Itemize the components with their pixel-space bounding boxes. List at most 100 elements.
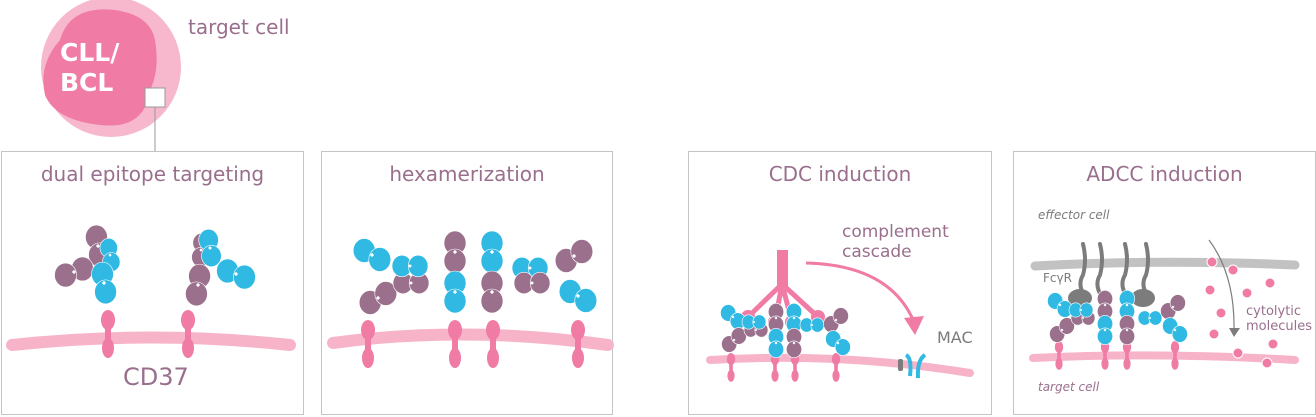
- domain-hinge-dot: [199, 248, 203, 252]
- domain-hinge-dot: [834, 318, 838, 322]
- target-cell-label: target cell: [188, 15, 290, 39]
- domain-lobe: [570, 239, 594, 264]
- antibody-domain: [741, 314, 767, 330]
- receptor-tail: [791, 369, 799, 382]
- cytolytic-molecule: [1206, 256, 1218, 268]
- domain-lobe: [480, 288, 504, 314]
- antibody-domain: [513, 271, 551, 295]
- antibody-domain: [554, 239, 594, 273]
- domain-hinge-dot: [452, 249, 458, 255]
- cell-membrane: [327, 328, 614, 351]
- receptor-stem: [575, 330, 581, 352]
- domain-hinge-dot: [233, 271, 239, 277]
- zoom-square: [144, 87, 166, 108]
- receptor-tail: [487, 348, 499, 368]
- antibody-domain: [480, 230, 504, 274]
- domain-hinge-dot: [452, 289, 458, 295]
- antibody-domain: [823, 307, 849, 333]
- cd37-receptor: [448, 320, 462, 368]
- domain-lobe: [832, 307, 849, 325]
- domain-lobe: [54, 262, 77, 288]
- domain-lobe: [1171, 325, 1188, 343]
- release-arrow: [1208, 239, 1235, 331]
- domain-hinge-dot: [774, 341, 778, 345]
- fcgr-label: FcγR: [1043, 271, 1072, 285]
- domain-lobe: [185, 281, 208, 307]
- receptor-stem: [490, 330, 496, 352]
- cd37-receptor: [831, 353, 841, 382]
- receptor-tail: [1055, 357, 1063, 370]
- receptor-tail: [362, 348, 374, 368]
- domain-lobe: [374, 281, 398, 306]
- domain-lobe: [1097, 327, 1114, 345]
- cytolytic-molecule: [1264, 277, 1276, 289]
- panel-title: dual epitope targeting: [40, 162, 265, 186]
- antibody-domain: [352, 238, 392, 272]
- complement-cascade-label: complement cascade: [842, 222, 949, 262]
- antibody-domain: [767, 328, 784, 358]
- domain-hinge-dot: [836, 341, 840, 345]
- mac-pore: [915, 353, 927, 379]
- cytolytic-molecule: [1227, 264, 1239, 276]
- domain-lobe: [767, 340, 784, 358]
- domain-hinge-dot: [754, 328, 758, 332]
- antibody-domain: [721, 327, 747, 353]
- antibody-domain: [1049, 317, 1075, 343]
- domain-lobe: [233, 264, 256, 290]
- antibody-domain: [767, 303, 784, 333]
- fcgr-receptor: [1120, 242, 1129, 299]
- domain-lobe: [443, 288, 467, 314]
- cytolytic-molecule: [1267, 338, 1279, 350]
- receptor-stem: [834, 359, 838, 373]
- cytolytic-molecule: [1261, 357, 1273, 369]
- antibody-domain: [1047, 292, 1073, 318]
- receptor-stem: [1057, 347, 1061, 361]
- c1q-arm: [780, 282, 820, 319]
- panel-title: CDC induction: [768, 162, 912, 186]
- target-cell-membrane-label: target cell: [1038, 380, 1100, 394]
- domain-hinge-dot: [409, 281, 413, 285]
- c1q-arm: [746, 282, 784, 319]
- antibody-domain: [480, 270, 504, 314]
- mac-complex: [898, 359, 903, 371]
- cd37-receptor: [571, 320, 585, 368]
- receptor-stem: [1125, 347, 1129, 361]
- receptor-tail: [182, 338, 194, 358]
- antibody-domain: [91, 261, 117, 305]
- antibody-domain: [185, 263, 211, 307]
- receptor-stem: [452, 330, 458, 352]
- receptor-stem: [105, 320, 111, 342]
- antibody-domain: [558, 279, 598, 313]
- cytolytic-molecule: [1215, 307, 1227, 319]
- domain-hinge-dot: [408, 264, 412, 268]
- fcgr-receptor: [1095, 242, 1104, 299]
- fcgr-binding-domain: [1068, 289, 1092, 307]
- domain-lobe: [201, 244, 222, 268]
- cd37-receptor: [101, 310, 115, 358]
- effector-cell-membrane: [1030, 257, 1300, 271]
- antibody-domain: [1162, 317, 1188, 343]
- antibody-domain: [1097, 315, 1114, 345]
- domain-hinge-dot: [810, 323, 814, 327]
- cd37-receptor: [1054, 341, 1064, 370]
- domain-hinge-dot: [575, 293, 581, 299]
- antibody-domain: [358, 281, 398, 315]
- domain-hinge-dot: [792, 316, 796, 320]
- receptor-stem: [365, 330, 371, 352]
- receptor-stem: [793, 359, 797, 373]
- domain-hinge-dot: [375, 295, 381, 301]
- cd37-receptor: [486, 320, 500, 368]
- cytolytic-molecule: [1232, 347, 1244, 359]
- receptor-tail: [727, 369, 735, 382]
- domain-hinge-dot: [489, 289, 495, 295]
- antibody-domain: [785, 303, 802, 333]
- domain-lobe: [834, 338, 851, 356]
- antibody-domain: [1137, 310, 1163, 326]
- receptor-stem: [729, 359, 733, 373]
- cascade-arrowhead: [904, 316, 924, 335]
- cytolytic-molecule: [1241, 287, 1253, 299]
- receptor-stem: [1173, 347, 1177, 361]
- domain-hinge-dot: [792, 341, 796, 345]
- domain-hinge-dot: [530, 281, 534, 285]
